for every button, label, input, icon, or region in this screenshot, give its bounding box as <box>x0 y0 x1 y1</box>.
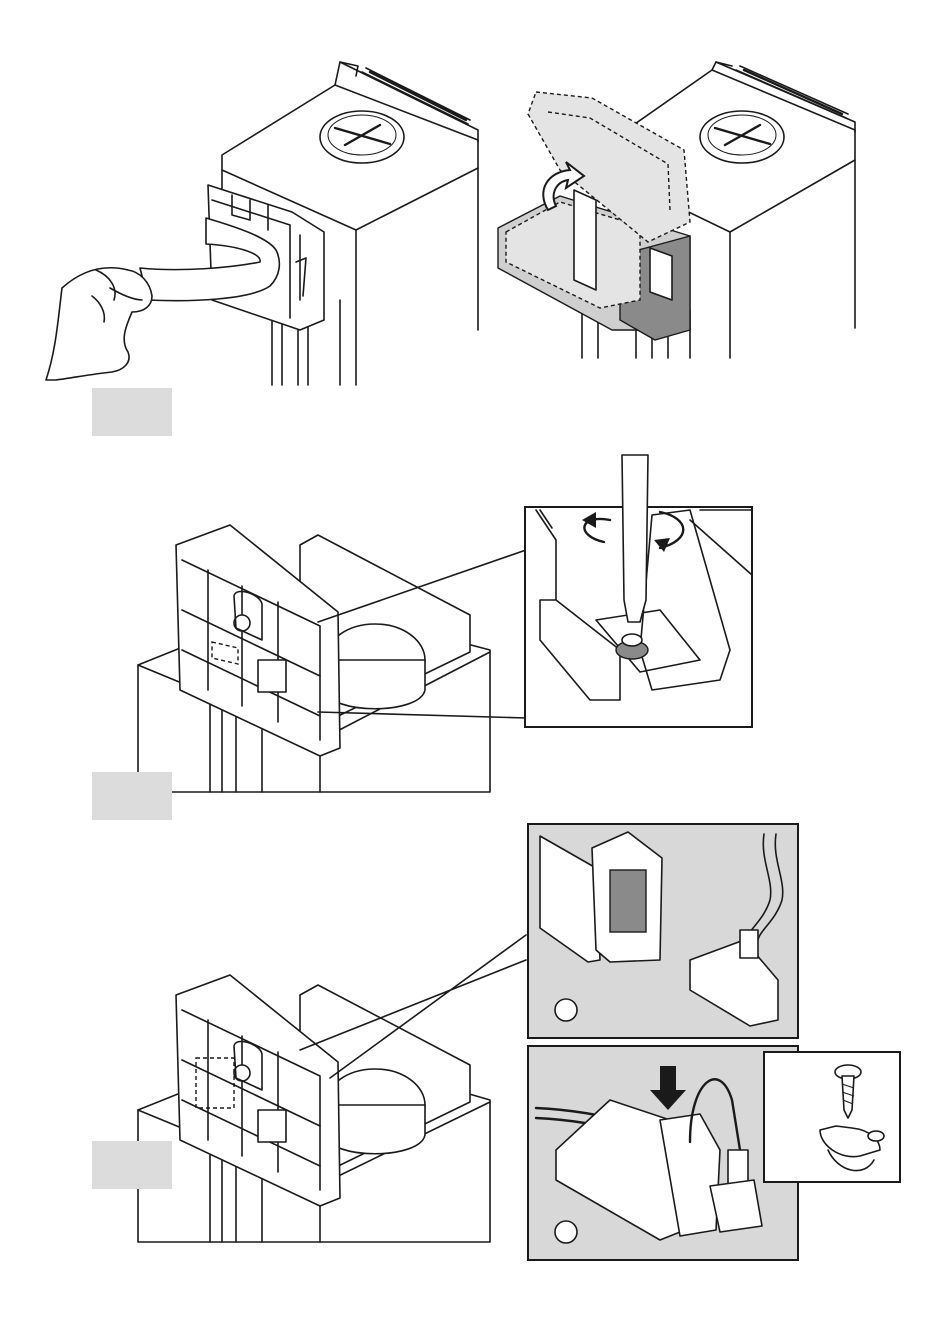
step-number-box-3 <box>92 1141 172 1189</box>
step-2-illustration <box>138 455 752 792</box>
step-number-box-2 <box>92 772 172 820</box>
step-number-box-1 <box>92 388 172 436</box>
hand-icon <box>46 268 152 380</box>
screwdriver-icon <box>622 455 648 622</box>
step-1-right-illustration <box>498 62 855 358</box>
marker-a <box>555 999 577 1021</box>
marker-b <box>555 1221 577 1243</box>
step-3-illustration <box>138 824 900 1260</box>
step-1-left-illustration <box>46 62 478 385</box>
